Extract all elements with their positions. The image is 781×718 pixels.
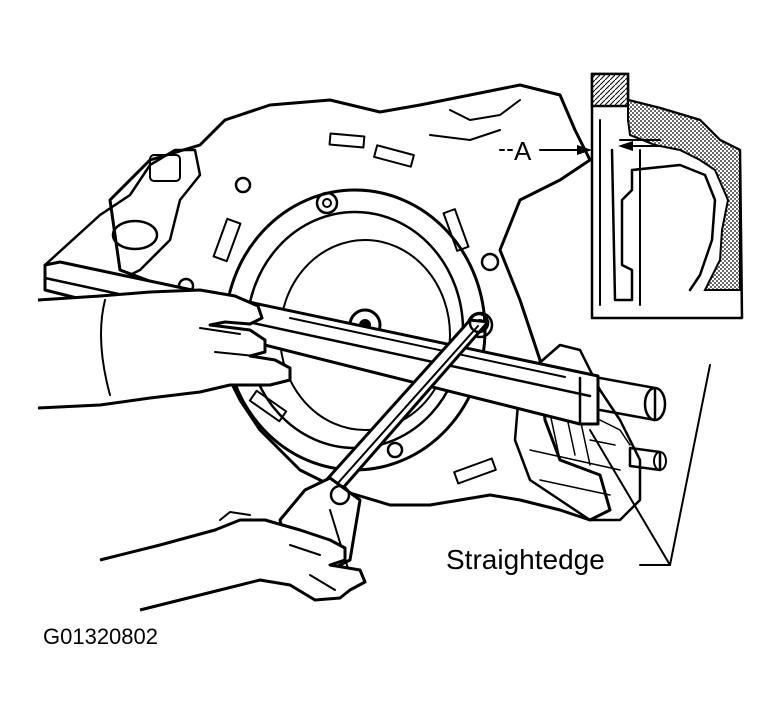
upper-hand [37,288,292,410]
cross-section-inset [590,72,744,320]
lower-hand [99,511,367,612]
figure-id: G01320802 [43,624,158,649]
dimension-a-indicator: A [499,136,661,166]
straightedge-label: Straightedge [446,544,605,575]
output-shaft [598,376,667,472]
dimension-a-label: A [514,136,532,166]
straightedge-leader [589,364,711,566]
